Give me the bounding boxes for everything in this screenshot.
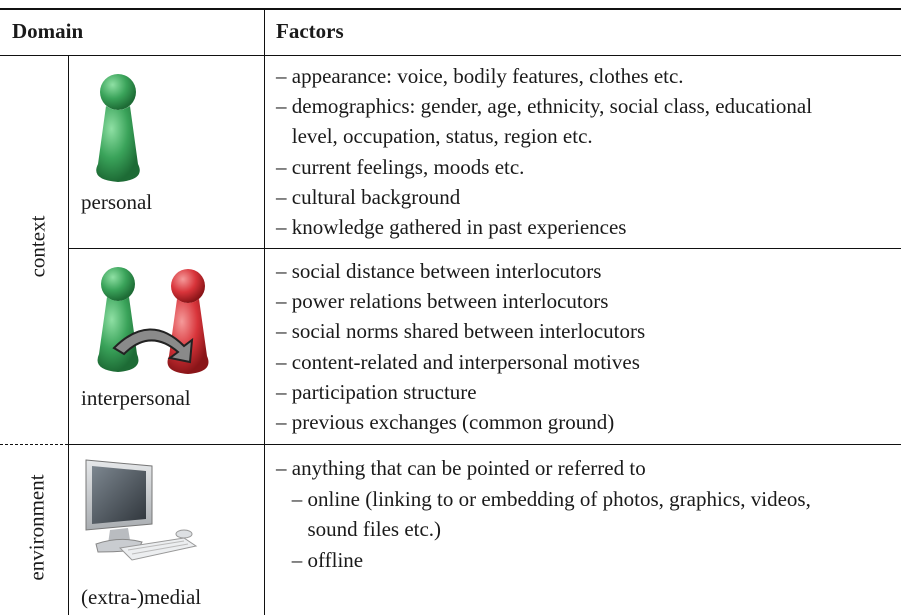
factor-line: – social norms shared between interlocut… [276,319,646,343]
group-label-context: context [25,215,50,278]
header-factors: Factors [276,19,344,43]
row-label-personal: personal [81,190,153,214]
factor-line: – content-related and interpersonal moti… [276,350,640,374]
group-label-environment: environment [24,474,49,581]
column-divider [264,10,265,615]
row-divider [68,444,901,445]
factor-line: – online (linking to or embedding of pho… [276,487,811,511]
factor-line: – cultural background [276,185,461,209]
factor-line: – demographics: gender, age, ethnicity, … [276,94,813,118]
factor-line: – social distance between interlocutors [276,259,602,283]
group-divider-dashed [0,444,68,445]
factor-line: sound files etc.) [276,517,442,541]
desktop-computer-icon [80,456,200,573]
factor-line: – current feelings, moods etc. [276,155,525,179]
row-label-extra-medial: (extra-)medial [81,585,202,609]
green-pawn-icon [78,68,158,193]
factor-line: – anything that can be pointed or referr… [276,456,646,480]
group-column-divider [68,56,69,615]
factor-line: – power relations between interlocutors [276,289,609,313]
factor-line: – appearance: voice, bodily features, cl… [276,64,684,88]
two-pawns-icon [80,262,230,387]
header-domain: Domain [12,19,84,43]
row-label-interpersonal: interpersonal [81,386,191,410]
header-rule [0,55,901,56]
top-rule [0,8,901,10]
factor-line: – knowledge gathered in past experiences [276,215,627,239]
factor-line: – previous exchanges (common ground) [276,410,615,434]
factor-line: – participation structure [276,380,477,404]
factor-line: level, occupation, status, region etc. [276,124,593,148]
row-divider [68,248,901,249]
factor-line: – offline [276,548,364,572]
